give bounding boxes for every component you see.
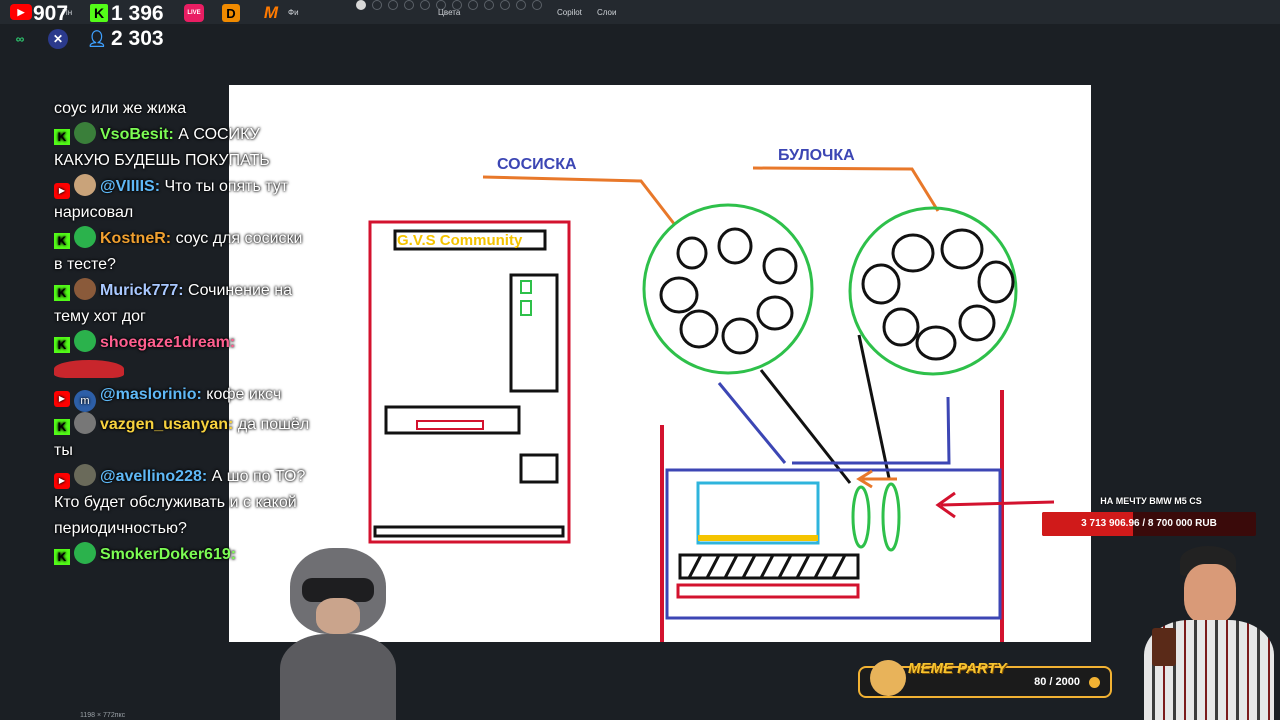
donation-goal: НА МЕЧТУ BMW M5 CS 3 713 906.96 / 8 700 …	[1042, 496, 1260, 536]
top-toolbar: Ин Фи Цвета Copilot Слои	[0, 0, 1280, 24]
community-label: G.V.S Community	[397, 232, 523, 249]
chat-message: K SmokerDoker619:	[54, 542, 314, 568]
youtube-badge-icon: ▶	[54, 391, 70, 407]
donation-p-icon: D	[222, 4, 240, 22]
coin-icon	[1089, 677, 1100, 688]
kick-viewer-count: 1 396	[111, 2, 164, 25]
message-text: Что ты опять тут нарисовал	[54, 178, 289, 221]
chat-nick[interactable]: Murick777:	[100, 282, 184, 299]
x-icon: ✕	[48, 29, 68, 49]
chat-nick[interactable]: SmokerDoker619:	[100, 546, 237, 563]
message-text: А шо по ТО? Кто будет обслуживать и с ка…	[54, 468, 306, 537]
machine-section	[665, 468, 1002, 620]
sketch: СОСИСКА БУЛОЧКА G.V.S Community	[368, 147, 1055, 642]
label-sausage: СОСИСКА	[497, 156, 577, 173]
chat-nick[interactable]: shoegaze1dream:	[100, 334, 236, 351]
avatar	[74, 330, 96, 352]
goal-title: НА МЕЧТУ BMW M5 CS	[1100, 496, 1202, 506]
message-text: соус для сосиски в тесте?	[54, 230, 303, 273]
kick-badge-icon: K	[54, 233, 70, 249]
menu-item[interactable]: Фи	[288, 8, 299, 17]
sausage-cross-section	[642, 203, 814, 375]
kick-badge-icon: K	[54, 337, 70, 353]
message-text: кофе иксч	[206, 386, 282, 403]
colors-label[interactable]: Цвета	[438, 8, 461, 17]
chat-feed: соус или же жижа K VsoBesit: А СОСИКУ КАК…	[54, 96, 314, 568]
m-icon: M	[263, 3, 279, 22]
avatar	[74, 122, 96, 144]
copilot-button[interactable]: Copilot	[557, 8, 582, 17]
user-icon: 👤︎	[86, 31, 108, 48]
meme-party-widget: MEME PARTY 80 / 2000	[858, 660, 1112, 698]
goal-progress-bar: 3 713 906.96 / 8 700 000 RUB	[1042, 512, 1256, 536]
kick-badge-icon: K	[54, 129, 70, 145]
avatar	[74, 464, 96, 486]
viewer-stats: ▶ 907 K 1 396 LIVE D M ∞ ✕ 👤︎ 2 303	[0, 0, 330, 52]
label-bun: БУЛОЧКА	[778, 147, 855, 164]
bun-cross-section	[848, 206, 1018, 376]
chat-nick[interactable]: KostneR:	[100, 230, 172, 247]
total-viewer-count: 2 303	[111, 27, 164, 50]
streamer-webcam	[1130, 538, 1280, 720]
doge-icon	[870, 660, 906, 696]
machine-outline	[368, 220, 571, 544]
chat-message: K KostneR: соус для сосиски в тесте?	[54, 226, 314, 278]
chat-message: ▶ @VIIIIS: Что ты опять тут нарисовал	[54, 174, 314, 226]
pepe-emote-icon	[54, 359, 124, 378]
chat-nick[interactable]: @VIIIIS:	[100, 178, 161, 195]
youtube-badge-icon: ▶	[54, 473, 70, 489]
goal-progress-fill	[1042, 512, 1134, 536]
chat-message: K Murick777: Сочинение на тему хот дог	[54, 278, 314, 330]
avatar	[74, 278, 96, 300]
message-text: А СОСИКУ КАКУЮ БУДЕШЬ ПОКУПАТЬ	[54, 126, 270, 169]
chat-message	[54, 356, 314, 382]
message-text: да пошёл ты	[54, 416, 310, 459]
meme-party-title: MEME PARTY	[908, 660, 1007, 677]
message-text: соус или же жижа	[54, 100, 187, 117]
canvas-size-status: 1198 × 772пкс	[80, 712, 126, 719]
chat-message: ▶ @avellino228: А шо по ТО? Кто будет обс…	[54, 464, 314, 542]
chat-message: K VsoBesit: А СОСИКУ КАКУЮ БУДЕШЬ ПОКУПАТ…	[54, 122, 314, 174]
raccoon-avatar-icon	[280, 548, 396, 720]
kick-badge-icon: K	[54, 419, 70, 435]
kick-icon: K	[90, 4, 108, 22]
youtube-viewer-count: 907	[33, 2, 69, 25]
avatar: m	[74, 390, 96, 412]
chat-message: ▶m@maslorinio: кофе иксч	[54, 382, 314, 412]
chat-nick[interactable]: VsoBesit:	[100, 126, 174, 143]
live-icon: LIVE	[184, 4, 204, 22]
avatar	[74, 174, 96, 196]
avatar	[74, 412, 96, 434]
goal-progress-text: 3 713 906.96 / 8 700 000 RUB	[1081, 518, 1217, 529]
chat-nick[interactable]: vazgen_usanyan:	[100, 416, 234, 433]
youtube-icon: ▶	[10, 4, 32, 20]
meme-party-count: 80 / 2000	[1034, 676, 1080, 688]
chat-nick[interactable]: @maslorinio:	[100, 386, 202, 403]
menu-item[interactable]: Ин	[62, 8, 73, 17]
message-text: Сочинение на тему хот дог	[54, 282, 293, 325]
chat-nick[interactable]: @avellino228:	[100, 468, 208, 485]
drawing-canvas[interactable]: СОСИСКА БУЛОЧКА G.V.S Community	[229, 85, 1091, 642]
kick-badge-icon: K	[54, 285, 70, 301]
avatar	[74, 226, 96, 248]
link-icon: ∞	[15, 32, 25, 46]
layers-button[interactable]: Слои	[597, 8, 617, 17]
chat-message: соус или же жижа	[54, 96, 314, 122]
kick-badge-icon: K	[54, 549, 70, 565]
youtube-badge-icon: ▶	[54, 183, 70, 199]
avatar	[74, 542, 96, 564]
color-swatches[interactable]	[356, 0, 542, 10]
